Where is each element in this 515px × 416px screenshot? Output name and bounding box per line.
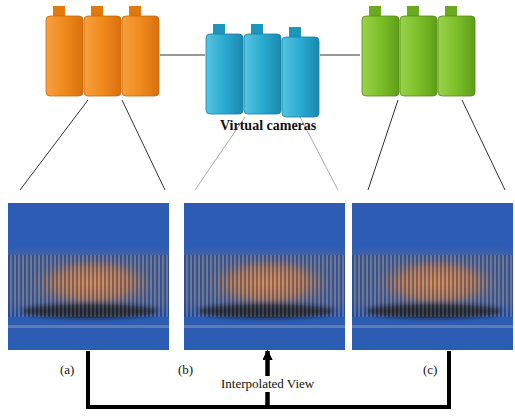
view-label: (a) bbox=[60, 362, 74, 378]
edge-note: Interpolated View bbox=[218, 376, 317, 392]
group-label: Virtual cameras bbox=[220, 118, 316, 134]
view-label: (c) bbox=[423, 362, 437, 378]
rendered-view: (b) bbox=[184, 203, 345, 350]
view-label: (b) bbox=[178, 362, 193, 378]
rendered-view: (c) bbox=[352, 203, 513, 350]
rendered-view: (a) bbox=[8, 203, 169, 350]
